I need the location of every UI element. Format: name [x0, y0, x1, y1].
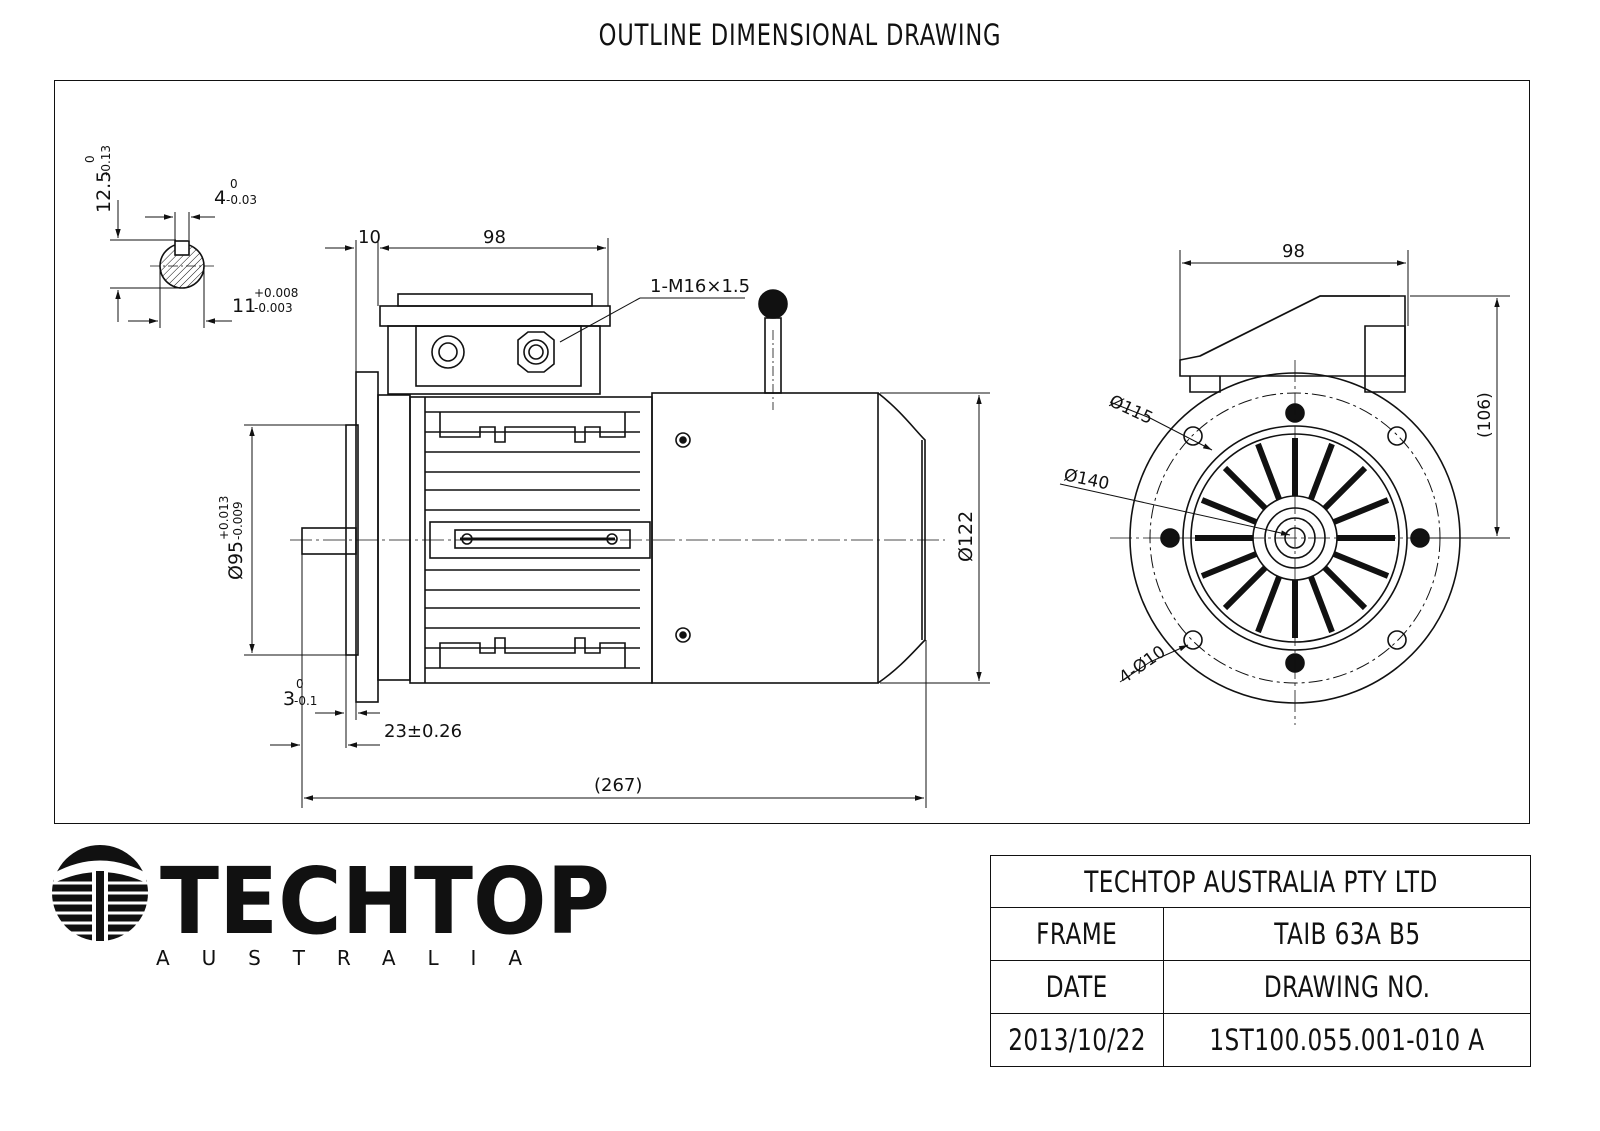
- keyway-depth-tol-upper: 0: [83, 155, 97, 163]
- spigot-depth-tol-lower: -0.1: [294, 694, 317, 708]
- bolt-holes-label: 4-Ø10: [1115, 642, 1169, 688]
- keyway-depth-label: 12.5: [93, 171, 115, 213]
- end-view-box-width-label: 98: [1282, 241, 1305, 262]
- side-view-dimensions: [244, 238, 990, 808]
- date-value: 2013/10/22: [989, 1013, 1165, 1067]
- company-name: TECHTOP AUSTRALIA PTY LTD: [990, 855, 1531, 908]
- motor-side-view: [290, 289, 945, 703]
- dimension-labels: 12.5 0 -0.13 4 0 -0.03 11 +0.008 -0.003 …: [83, 145, 1495, 796]
- cable-gland-label: 1-M16×1.5: [650, 276, 750, 297]
- shaft-section-detail: [110, 200, 232, 328]
- title-block: TECHTOP AUSTRALIA PTY LTD FRAME TAIB 63A…: [989, 855, 1531, 1067]
- drawing-frame: [54, 80, 1530, 824]
- motor-end-view: [1110, 295, 1480, 725]
- page-title: OUTLINE DIMENSIONAL DRAWING: [598, 18, 1002, 52]
- spigot-dia-label: Ø95: [225, 541, 247, 580]
- techtop-logo: TECHTOP AUSTRALIA: [52, 845, 610, 970]
- key-width-tol-lower: -0.03: [226, 193, 257, 207]
- key-width-tol-upper: 0: [230, 177, 238, 191]
- shaft-length-label: 23±0.26: [384, 721, 462, 742]
- frame-label: FRAME: [989, 907, 1165, 961]
- shaft-dia-tol-upper: +0.008: [254, 286, 298, 300]
- spigot-depth-label: 3: [283, 688, 295, 710]
- end-view-dimensions: [1059, 250, 1510, 683]
- logo-brand-text: TECHTOP: [160, 848, 610, 955]
- spigot-dia-tol-lower: -0.009: [231, 501, 245, 540]
- height-to-box-label: (106): [1475, 392, 1495, 438]
- drawing-no-value: 1ST100.055.001-010 A: [1163, 1013, 1531, 1067]
- techtop-emblem-icon: [52, 845, 148, 941]
- overall-length-label: (267): [594, 775, 642, 796]
- flange-thickness-label: 10: [358, 227, 381, 248]
- key-width-label: 4: [214, 187, 226, 209]
- shaft-dia-label: 11: [232, 295, 256, 317]
- body-dia-label: Ø122: [955, 511, 977, 562]
- shaft-dia-tol-lower: -0.003: [254, 301, 293, 315]
- frame-value: TAIB 63A B5: [1163, 907, 1531, 961]
- pcd-label: Ø115: [1106, 391, 1156, 429]
- spigot-depth-tol-upper: 0: [296, 677, 304, 691]
- date-label: DATE: [989, 960, 1165, 1014]
- keyway-depth-tol-lower: -0.13: [99, 145, 113, 176]
- flange-dia-label: Ø140: [1062, 465, 1111, 494]
- terminal-box-length-label: 98: [483, 227, 506, 248]
- drawing-no-label: DRAWING NO.: [1163, 960, 1531, 1014]
- spigot-dia-tol-upper: +0.013: [217, 496, 231, 540]
